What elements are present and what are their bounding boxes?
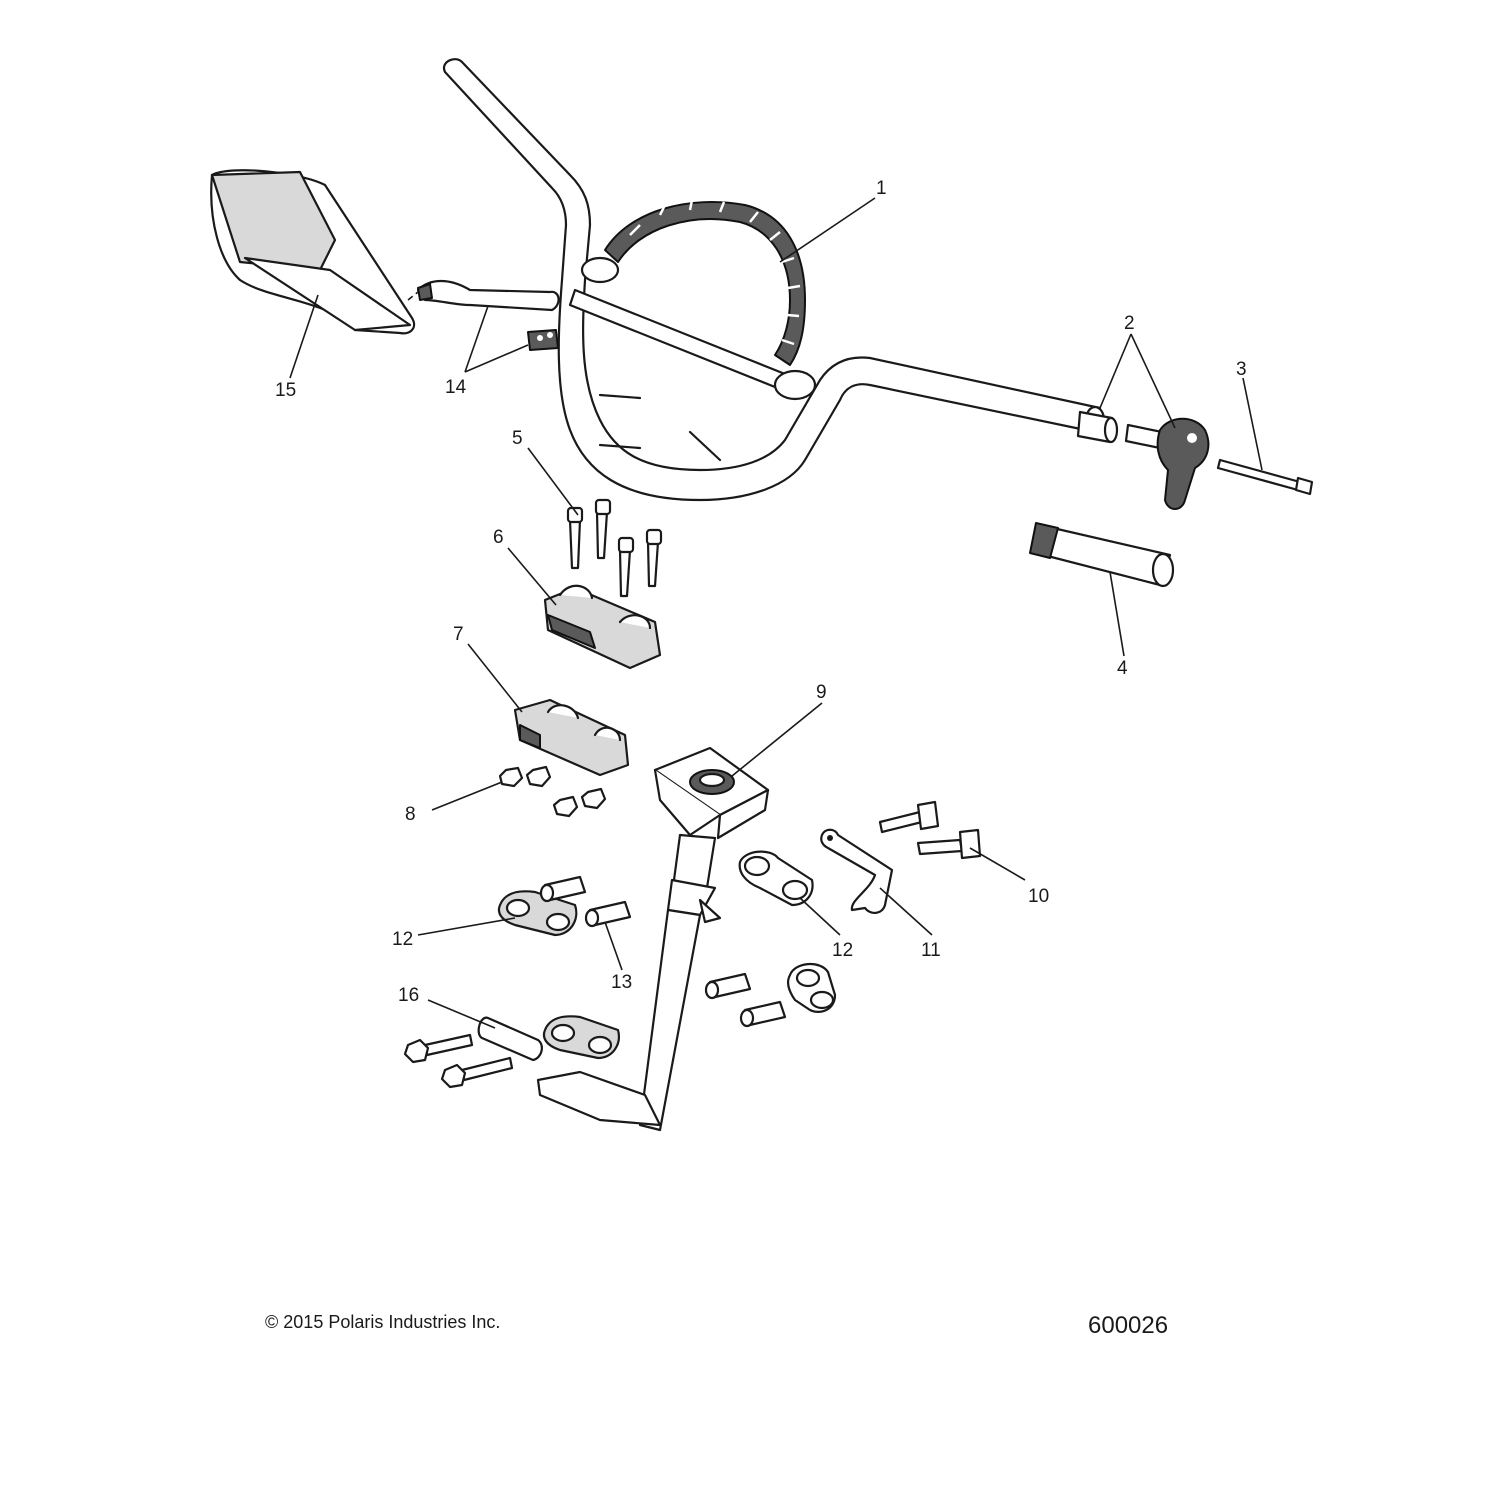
callout-15: 15 bbox=[275, 380, 296, 401]
callout-11: 11 bbox=[921, 940, 941, 961]
clamp-nuts bbox=[498, 765, 607, 818]
callout-7: 7 bbox=[453, 624, 464, 645]
steering-clamp-left bbox=[497, 890, 578, 937]
mounting-bracket bbox=[820, 828, 894, 914]
leader-lines bbox=[289, 197, 1263, 1029]
crossbar-pad bbox=[604, 199, 806, 366]
callout-5: 5 bbox=[512, 428, 523, 449]
steering-post bbox=[536, 746, 770, 1132]
callout-6: 6 bbox=[493, 527, 504, 548]
grip bbox=[1029, 522, 1175, 588]
throttle-spacer bbox=[1076, 410, 1119, 444]
callout-12-right: 12 bbox=[832, 940, 853, 961]
bracket-bolts bbox=[878, 800, 982, 860]
clamp-bolts bbox=[566, 498, 663, 598]
steering-clamp-right bbox=[738, 850, 814, 907]
lower-steering-clamp-right bbox=[786, 963, 837, 1013]
copyright-text: 2015 Polaris Industries Inc. bbox=[283, 1312, 501, 1332]
callout-2: 2 bbox=[1124, 313, 1135, 334]
callout-3: 3 bbox=[1236, 359, 1247, 380]
mirror bbox=[210, 169, 416, 335]
upper-clamp bbox=[543, 584, 662, 670]
callout-10: 10 bbox=[1028, 886, 1049, 907]
throttle-assembly bbox=[1124, 417, 1210, 510]
handlebar bbox=[442, 58, 1106, 502]
callout-12-left: 12 bbox=[392, 929, 413, 950]
lower-clamp bbox=[513, 698, 630, 777]
mirror-bracket bbox=[407, 279, 560, 351]
figure-number: 600026 bbox=[1088, 1312, 1169, 1339]
callout-9: 9 bbox=[816, 682, 827, 703]
callout-1: 1 bbox=[876, 178, 887, 199]
callout-14: 14 bbox=[445, 377, 467, 398]
lower-steering-clamp-left bbox=[542, 1015, 620, 1060]
copyright-symbol: © bbox=[265, 1312, 279, 1332]
callout-8: 8 bbox=[405, 804, 416, 825]
copyright-notice: © 2015 Polaris Industries Inc. bbox=[265, 1312, 500, 1333]
callout-13: 13 bbox=[611, 972, 632, 993]
plate-bolts bbox=[403, 1033, 514, 1089]
callouts: 1 2 3 4 5 6 7 8 9 10 11 12 12 13 14 15 1… bbox=[275, 178, 1247, 1006]
callout-16: 16 bbox=[398, 985, 419, 1006]
clamp-plate bbox=[477, 1016, 543, 1062]
spacers bbox=[539, 875, 787, 1028]
throttle-screw bbox=[1216, 458, 1314, 496]
callout-4: 4 bbox=[1117, 658, 1128, 679]
